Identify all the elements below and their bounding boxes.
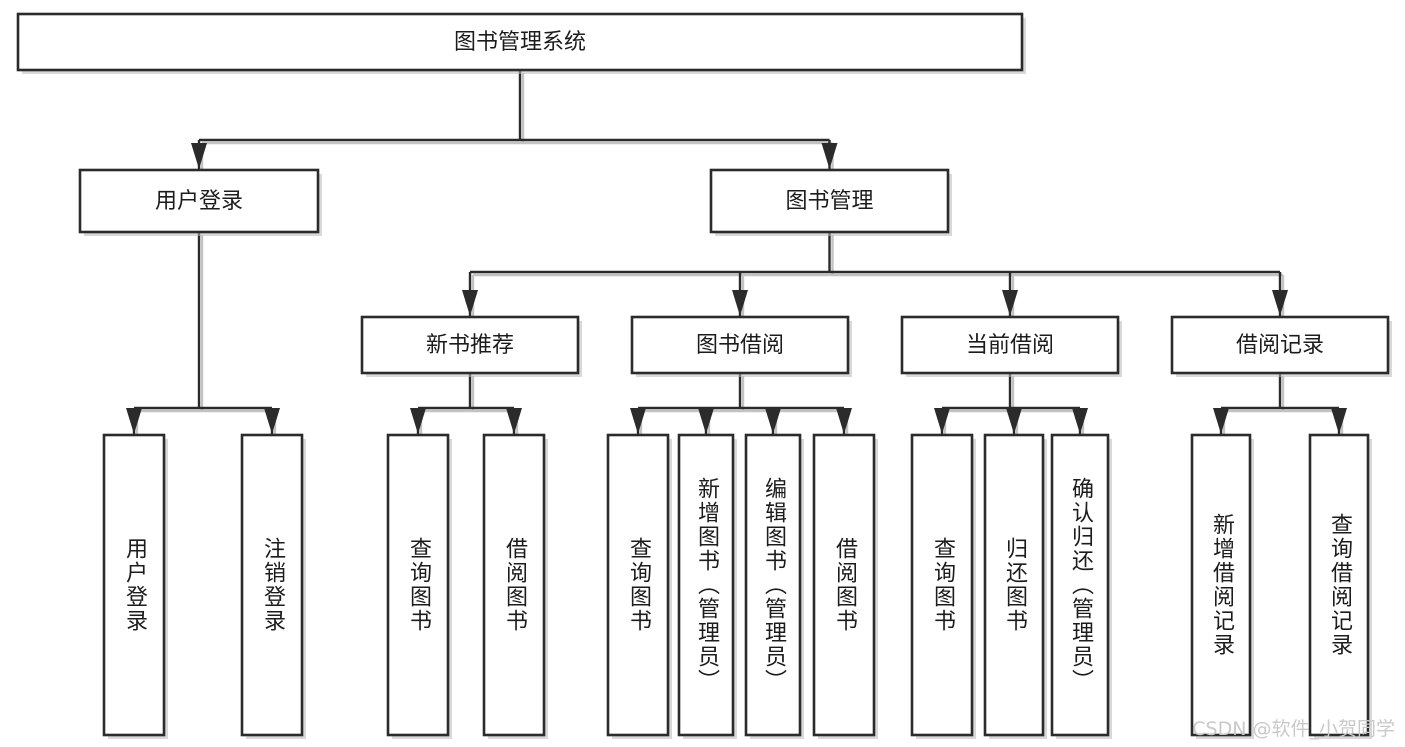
node-leaf-add-record[interactable] [1190,433,1254,739]
arrow-head-icon [732,290,748,316]
arrow-head-icon [836,408,852,434]
arrow-head-icon [1006,408,1022,434]
node-box[interactable] [1050,433,1110,737]
node-borrow-record[interactable]: 借阅记录 [1170,315,1392,377]
node-leaf-query-book-2[interactable] [606,433,672,739]
node-leaf-query-book-1[interactable] [386,433,452,739]
arrow-head-icon [630,408,646,434]
node-box[interactable] [900,315,1120,375]
node-leaf-user-login[interactable] [102,433,168,739]
node-book-manage[interactable]: 图书管理 [709,168,952,236]
node-label: 新书推荐 [426,333,514,358]
arrow-head-icon [126,408,142,434]
node-label: 借阅记录 [1236,333,1324,358]
node-label: 图书管理 [785,189,873,214]
node-label: 图书借阅 [696,333,784,358]
node-box[interactable] [1308,433,1370,737]
node-box[interactable] [360,315,580,375]
arrow-head-icon [934,408,950,434]
arrow-head-icon [1331,408,1347,434]
arrow-head-icon [821,143,838,169]
node-box[interactable] [16,12,1024,72]
node-box[interactable] [240,433,304,737]
arrow-head-icon [1272,290,1288,316]
node-box[interactable] [102,433,166,737]
arrow-head-icon [1072,408,1088,434]
arrow-head-icon [765,408,781,434]
node-box[interactable] [78,168,320,234]
node-box[interactable] [709,168,950,234]
node-book-borrow[interactable]: 图书借阅 [630,315,852,377]
node-label: 图书管理系统 [454,30,586,55]
node-box[interactable] [744,433,802,737]
node-current-borrow[interactable]: 当前借阅 [900,315,1122,377]
watermark-text: CSDN @软件_小贺同学 [1192,718,1395,740]
node-label: 当前借阅 [966,333,1054,358]
node-root[interactable]: 图书管理系统 [16,12,1026,74]
arrow-head-icon [698,408,714,434]
node-leaf-add-book[interactable] [677,433,737,739]
node-box[interactable] [606,433,670,737]
arrow-head-icon [1002,290,1018,316]
arrow-head-icon [410,408,426,434]
arrow-head-icon [506,408,522,434]
node-box[interactable] [910,433,974,737]
node-box[interactable] [1170,315,1390,375]
node-box[interactable] [630,315,850,375]
node-box[interactable] [677,433,735,737]
arrow-head-icon [264,408,280,434]
node-user-login[interactable]: 用户登录 [78,168,322,236]
node-leaf-user-logout[interactable] [240,433,306,739]
arrow-head-icon [1213,408,1229,434]
node-leaf-edit-book[interactable] [744,433,804,739]
node-leaf-borrow-book-2[interactable] [812,433,878,739]
node-leaf-borrow-book-1[interactable] [482,433,548,739]
arrow-head-icon [191,143,207,169]
node-new-book-rec[interactable]: 新书推荐 [360,315,582,377]
node-box[interactable] [482,433,546,737]
node-box[interactable] [1190,433,1252,737]
node-leaf-confirm-return[interactable] [1050,433,1112,739]
node-leaf-query-book-3[interactable] [910,433,976,739]
arrow-head-icon [462,290,478,316]
node-box[interactable] [812,433,876,737]
node-box[interactable] [386,433,450,737]
node-label: 用户登录 [155,189,243,214]
node-box[interactable] [983,433,1045,737]
node-leaf-return-book[interactable] [983,433,1047,739]
node-leaf-query-record[interactable] [1308,433,1372,739]
